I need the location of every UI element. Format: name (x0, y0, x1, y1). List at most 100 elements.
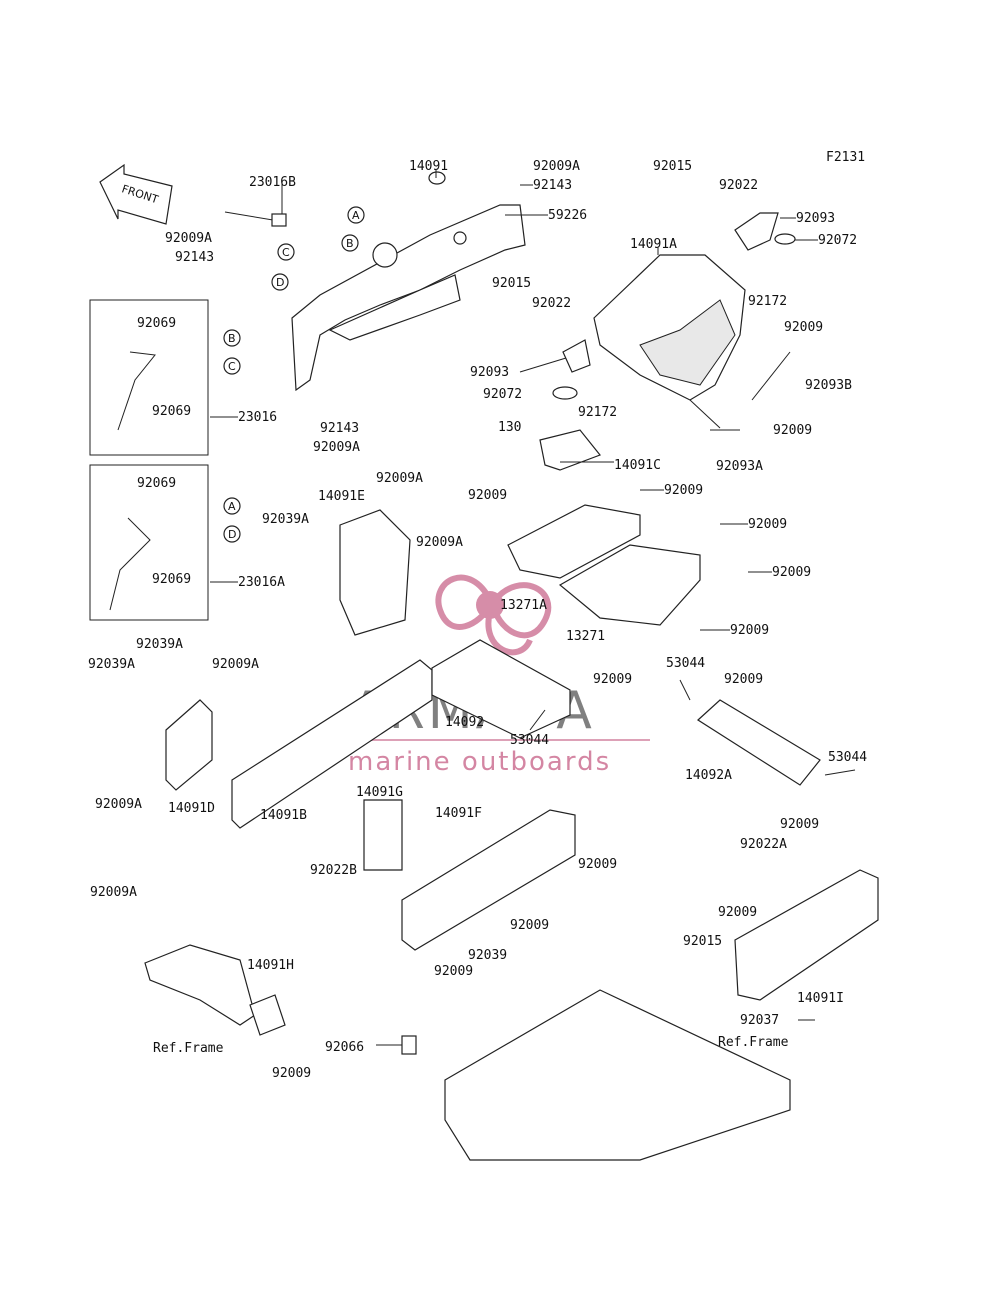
bracket-92093-upper-part (734, 212, 779, 251)
part-label: 130 (498, 420, 521, 435)
callout-c-harness: C (223, 357, 241, 375)
part-label: 14091I (797, 991, 844, 1006)
part-label: 14091G (356, 785, 403, 800)
part-label: 92009 (593, 672, 632, 687)
part-label: 92143 (533, 178, 572, 193)
rod-53044-part (679, 679, 691, 701)
cover-14091c-part (539, 429, 601, 471)
ring-92072-icon (774, 233, 796, 245)
part-label: 14091H (247, 958, 294, 973)
bracket-92093b-part (751, 351, 791, 401)
leader-lines (210, 170, 818, 1046)
panel-14091e-part (339, 509, 411, 636)
bracket-14091h-part (249, 994, 286, 1036)
part-label: 14091E (318, 489, 365, 504)
part-label: 92009 (510, 918, 549, 933)
harness-23016-part (117, 351, 156, 431)
part-label: 92093A (716, 459, 763, 474)
part-label: 92009A (416, 535, 463, 550)
svg-text:D: D (276, 276, 284, 289)
part-label: 14091 (409, 159, 448, 174)
svg-text:D: D (228, 528, 236, 541)
part-label: 92069 (137, 476, 176, 491)
part-label: Ref.Frame (153, 1041, 224, 1056)
part-label: 92039A (262, 512, 309, 527)
part-label: 13271A (500, 598, 547, 613)
callout-b-harness: B (223, 329, 241, 347)
part-label: 92009 (730, 623, 769, 638)
part-label: 14091D (168, 801, 215, 816)
callout-b-dash: B (341, 234, 359, 252)
bracket-92093-left-part (562, 339, 591, 373)
cable-23016b-part (224, 211, 287, 227)
rod-53044-part (824, 769, 856, 776)
grommet-92066-icon (401, 1035, 417, 1055)
dash-panel-part (291, 171, 526, 392)
part-label: 14092 (445, 715, 484, 730)
svg-text:C: C (228, 360, 236, 373)
part-label: 92009A (90, 885, 137, 900)
part-label: 92093 (470, 365, 509, 380)
part-label: 92069 (137, 316, 176, 331)
part-label: 92009 (772, 565, 811, 580)
rod-53044-part (529, 709, 546, 731)
ring-92072-icon (552, 386, 578, 400)
part-label: 92069 (152, 572, 191, 587)
part-label: 92022B (310, 863, 357, 878)
part-label: 92022 (532, 296, 571, 311)
watermark-logo-icon (435, 574, 552, 656)
part-label: 14091F (435, 806, 482, 821)
panel-14091i-part (734, 869, 879, 1001)
bracket-92093a-part (689, 399, 721, 429)
panel-14091f-part (401, 809, 576, 951)
part-label: 92072 (818, 233, 857, 248)
cover-13271a-part (507, 504, 641, 579)
part-label: 92009 (434, 964, 473, 979)
part-label: 92009A (313, 440, 360, 455)
callout-d-dash: D (271, 273, 289, 291)
part-label: 92009 (773, 423, 812, 438)
part-label: 92039A (88, 657, 135, 672)
svg-text:A: A (228, 500, 236, 513)
panel-14092a-part (697, 699, 821, 786)
part-label: 92009 (664, 483, 703, 498)
part-label: 14092A (685, 768, 732, 783)
svg-text:C: C (282, 246, 290, 259)
part-label: 53044 (510, 733, 549, 748)
part-label: 92009A (165, 231, 212, 246)
harness-23016a-part (109, 517, 151, 611)
callout-c-dash: C (277, 243, 295, 261)
harness-23016-box (89, 299, 209, 456)
part-label: 92009 (718, 905, 757, 920)
part-label: 92093 (796, 211, 835, 226)
part-label: Ref.Frame (718, 1035, 789, 1050)
harness-23016a-box (89, 464, 209, 621)
part-label: 92009A (533, 159, 580, 174)
part-label: 53044 (666, 656, 705, 671)
svg-text:B: B (346, 237, 354, 250)
part-label: 92039 (468, 948, 507, 963)
part-label: 92066 (325, 1040, 364, 1055)
part-label: 92009 (748, 517, 787, 532)
part-label: 92009 (784, 320, 823, 335)
part-label: 92009 (468, 488, 507, 503)
part-label: 92009A (376, 471, 423, 486)
part-label: 14091B (260, 808, 307, 823)
watermark-tagline: marine outboards (348, 747, 611, 777)
callout-a-dash: A (347, 206, 365, 224)
part-label: 92143 (175, 250, 214, 265)
part-label: 92009 (578, 857, 617, 872)
panel-14091d-part (165, 699, 213, 791)
part-label: 92072 (483, 387, 522, 402)
part-label: 92022A (740, 837, 787, 852)
part-label: 92015 (683, 934, 722, 949)
part-label: 14091C (614, 458, 661, 473)
part-label: 23016B (249, 175, 296, 190)
part-label: 14091A (630, 237, 677, 252)
panel-14091b-part (231, 659, 433, 829)
cover-13271-part (558, 544, 701, 626)
figure-code: F2131 (826, 150, 865, 165)
part-label: 92172 (748, 294, 787, 309)
ref-frame-main-part (444, 989, 791, 1161)
